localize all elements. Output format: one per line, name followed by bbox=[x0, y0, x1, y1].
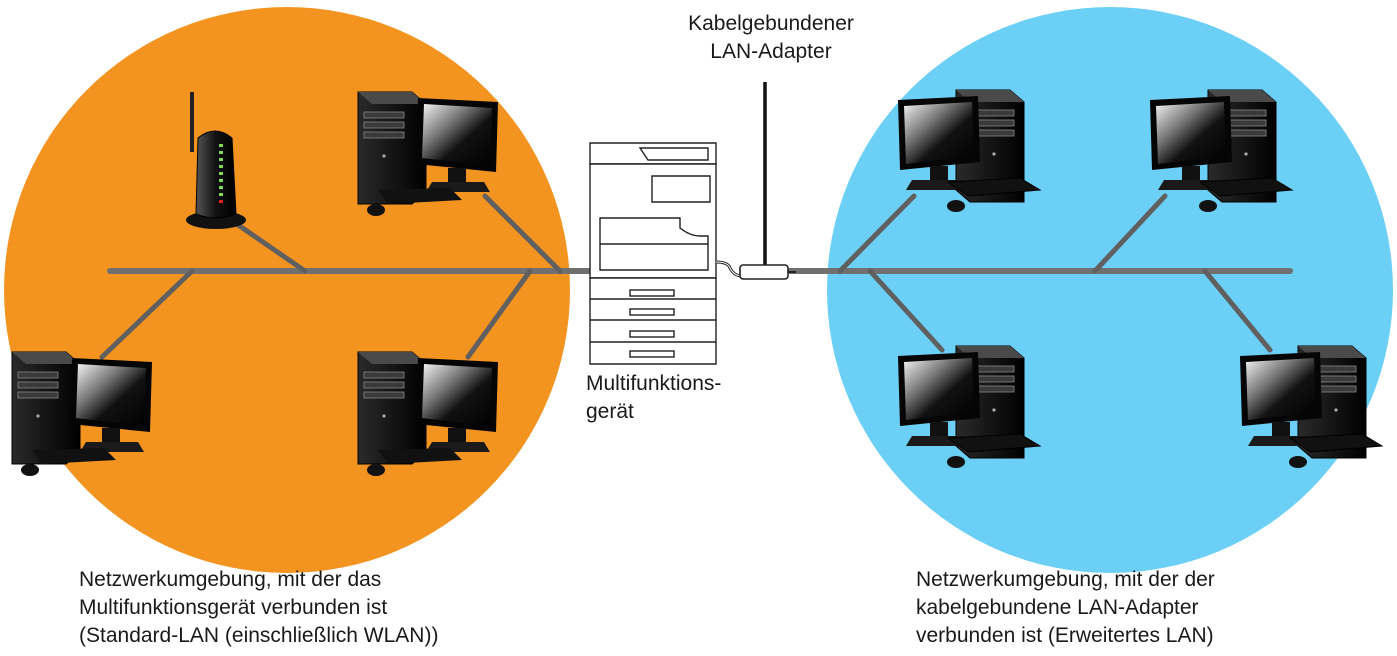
multifunction-printer-icon bbox=[589, 142, 717, 365]
lan-adapter-label-line: Kabelgebundener bbox=[688, 12, 854, 35]
standard-lan-cabling bbox=[99, 193, 593, 360]
lan-adapter-label-line: LAN-Adapter bbox=[710, 40, 832, 63]
multifunction-device-label: Multifunktions- gerät bbox=[586, 370, 721, 426]
adapter-cable bbox=[715, 260, 743, 278]
standard-lan-caption-line: (Standard-LAN (einschließlich WLAN)) bbox=[79, 624, 439, 647]
extended-lan-cabling bbox=[787, 193, 1293, 353]
lan-adapter-icon bbox=[739, 82, 796, 280]
extended-lan-caption-line: kabelgebundene LAN-Adapter bbox=[916, 596, 1199, 619]
extended-lan-zone bbox=[827, 7, 1393, 573]
multifunction-device-label-line: Multifunktions- bbox=[586, 372, 722, 395]
wireless-router-icon bbox=[186, 92, 246, 229]
multifunction-device-label-line: gerät bbox=[586, 400, 634, 423]
standard-lan-caption-line: Netzwerkumgebung, mit der das bbox=[79, 568, 382, 591]
standard-lan-caption: Netzwerkumgebung, mit der das Multifunkt… bbox=[79, 566, 438, 650]
extended-lan-caption: Netzwerkumgebung, mit der der kabelgebun… bbox=[916, 566, 1215, 650]
lan-adapter-label: Kabelgebundener LAN-Adapter bbox=[676, 10, 866, 66]
extended-lan-caption-line: verbunden ist (Erweitertes LAN) bbox=[916, 624, 1214, 647]
extended-lan-caption-line: Netzwerkumgebung, mit der der bbox=[916, 568, 1215, 591]
standard-lan-zone bbox=[4, 7, 570, 573]
standard-lan-caption-line: Multifunktionsgerät verbunden ist bbox=[79, 596, 388, 619]
